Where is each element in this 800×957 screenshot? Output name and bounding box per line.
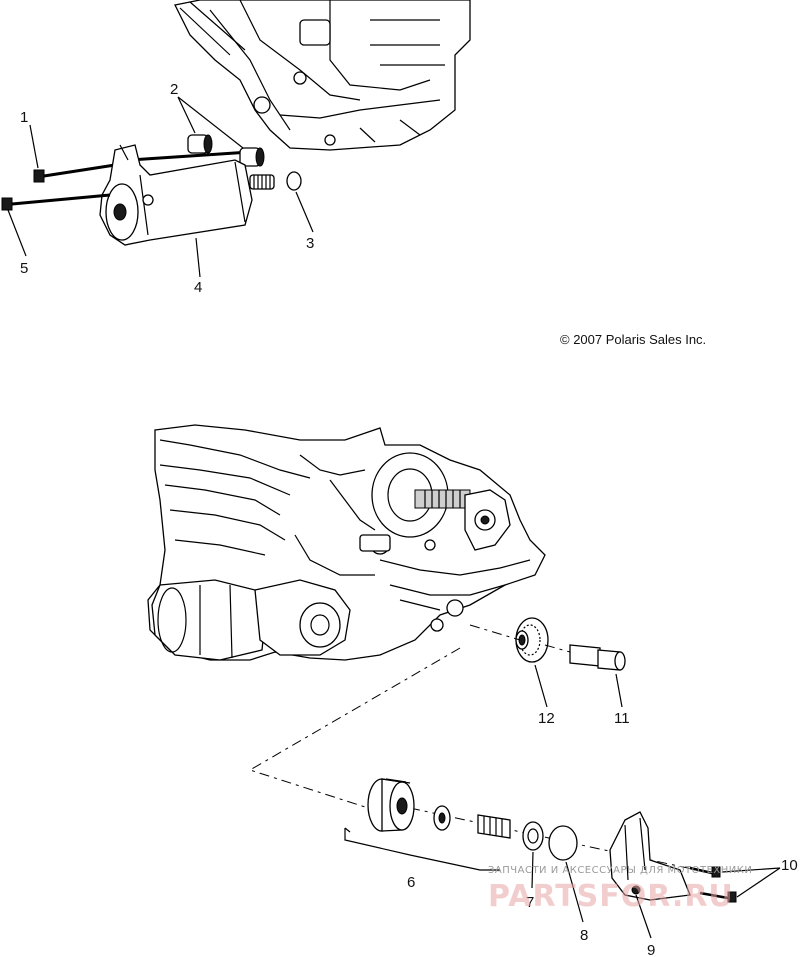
callout-2: 2 bbox=[170, 81, 178, 98]
o-ring-3 bbox=[286, 171, 302, 191]
starter-motor-4 bbox=[99, 144, 275, 246]
leader-lines-bottom bbox=[531, 664, 781, 939]
callout-1: 1 bbox=[20, 109, 28, 126]
callout-7: 7 bbox=[526, 894, 534, 911]
o-ring-8 bbox=[548, 825, 578, 861]
callout-3: 3 bbox=[306, 235, 314, 252]
long-bolt-1 bbox=[33, 150, 251, 183]
callout-6: 6 bbox=[407, 874, 415, 891]
watermark-logo: PARTSFOR.RU bbox=[488, 879, 734, 914]
shaft-11 bbox=[569, 644, 626, 671]
copyright-notice: © 2007 Polaris Sales Inc. bbox=[560, 332, 706, 347]
callout-5: 5 bbox=[20, 260, 28, 277]
callout-10: 10 bbox=[781, 857, 798, 874]
watermark-tagline: ЗАПЧАСТИ И АКСЕССУАРЫ ДЛЯ МОТОТЕХНИКИ bbox=[488, 865, 752, 876]
callout-8: 8 bbox=[580, 927, 588, 944]
callout-11: 11 bbox=[614, 710, 630, 727]
engine-case-top bbox=[174, 0, 471, 151]
cover-9 bbox=[609, 811, 691, 901]
callout-4: 4 bbox=[194, 279, 202, 296]
starter-drive-6 bbox=[344, 778, 544, 871]
explode-lines bbox=[248, 624, 721, 876]
bolts-10 bbox=[689, 866, 737, 903]
callout-12: 12 bbox=[538, 710, 555, 727]
idler-gear-12 bbox=[515, 617, 549, 663]
bushings-2 bbox=[187, 134, 265, 167]
bolt-5 bbox=[1, 193, 111, 211]
engine-block-bottom bbox=[147, 424, 546, 661]
callout-9: 9 bbox=[647, 942, 655, 957]
leader-lines-top bbox=[7, 96, 314, 278]
